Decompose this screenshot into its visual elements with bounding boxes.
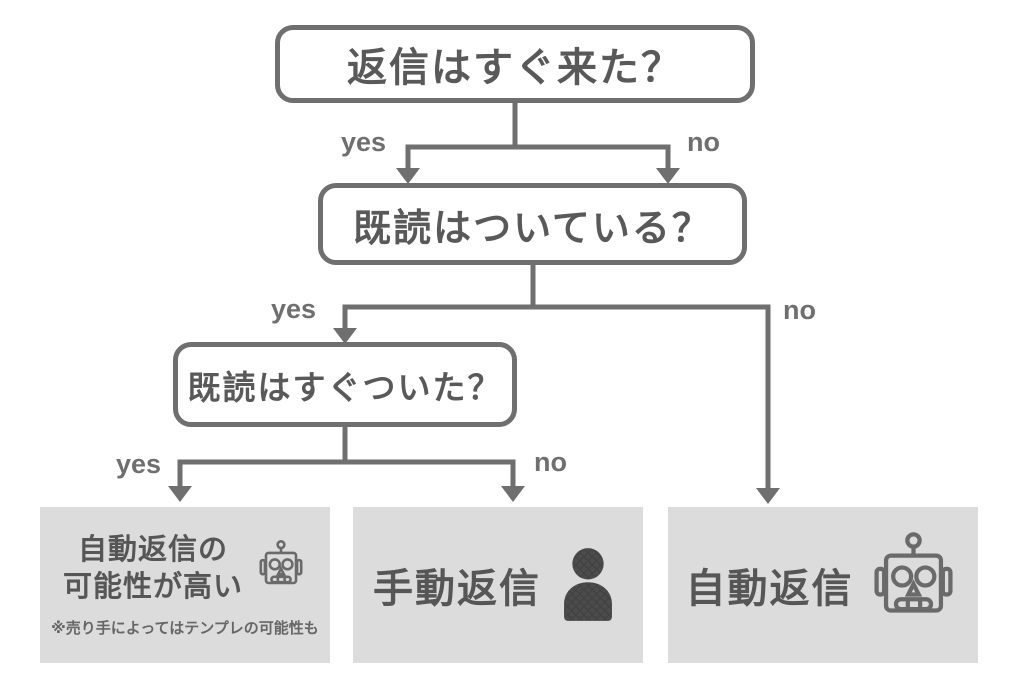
question-box-read-receipt: 既読はついている？	[318, 183, 747, 265]
robot-icon	[866, 532, 961, 638]
branch-label-q2-no: no	[783, 295, 816, 325]
result-box-auto-reply: 自動返信	[668, 507, 978, 663]
arrowhead-q2-no	[756, 488, 780, 504]
branch-label-q3-no: no	[534, 447, 567, 477]
result-note: ※売り手によってはテンプレの可能性も	[51, 619, 319, 637]
result-box-auto-reply-likely: 自動返信の 可能性が高い ※売り手によってはテ	[40, 507, 330, 663]
connector-q3-split-bar	[177, 459, 516, 488]
arrowhead-q3-yes	[168, 486, 192, 502]
question-box-reply-came-soon: 返信はすぐ来た？	[275, 25, 755, 103]
result-title: 自動返信の 可能性が高い	[63, 532, 243, 605]
branch-label-q2-yes: yes	[271, 294, 317, 324]
arrowhead-q1-no	[656, 168, 680, 184]
result-title-line2: 可能性が高い	[62, 570, 243, 603]
question-text: 既読はついている？	[353, 207, 712, 250]
connector-q2-split-bar	[342, 304, 771, 490]
result-title: 自動返信	[685, 567, 854, 611]
arrowhead-q2-yes	[333, 328, 357, 344]
robot-icon	[255, 539, 307, 598]
branch-label-q1-no: no	[687, 127, 720, 157]
result-box-manual-reply: 手動返信	[353, 507, 643, 663]
branch-label-q1-yes: yes	[341, 127, 387, 157]
question-text: 既読はすぐついた？	[187, 368, 503, 406]
connector-q1-split-bar	[405, 144, 671, 170]
person-icon	[553, 546, 623, 624]
result-title-line1: 自動返信の	[77, 534, 228, 567]
arrowhead-q1-yes	[396, 168, 420, 184]
arrowhead-q3-no	[501, 486, 525, 502]
question-box-read-soon: 既読はすぐついた？	[173, 342, 517, 427]
question-text: 返信はすぐ来た？	[347, 46, 683, 90]
branch-label-q3-yes: yes	[116, 449, 162, 479]
result-title: 手動返信	[373, 567, 541, 611]
